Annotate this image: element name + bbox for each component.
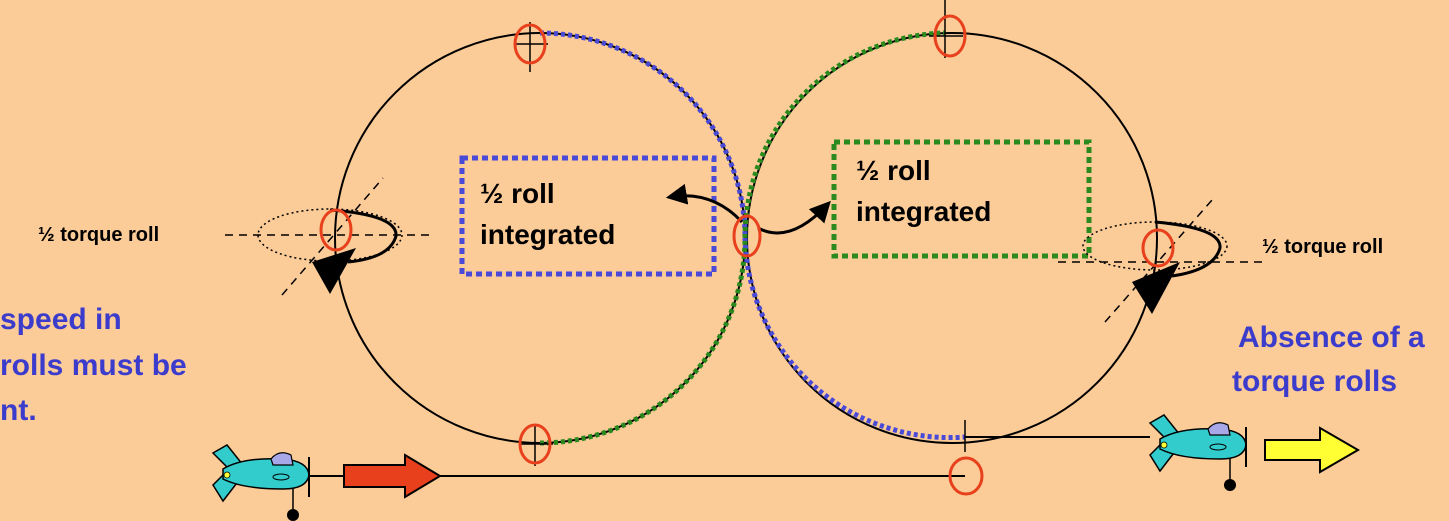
marker-left-side — [319, 208, 353, 252]
left-torque-arrowhead — [312, 248, 356, 294]
right-box-arrow — [757, 200, 831, 235]
right-torque-arrowhead — [1132, 262, 1180, 314]
marker-left-bottom — [518, 423, 553, 466]
marker-cross-point — [732, 214, 762, 258]
marker-left-top — [513, 22, 548, 72]
left-torque-roll-label: ½ torque roll — [38, 224, 160, 246]
right-note-line2: torque rolls — [1232, 365, 1398, 398]
entry-arrow-icon — [343, 453, 442, 499]
right-box-line2: integrated — [856, 196, 992, 227]
right-torque-diagonal — [1104, 199, 1213, 323]
left-note-line1: speed in — [0, 303, 122, 336]
left-box-line1: ½ roll — [480, 178, 555, 209]
airplane-icon — [211, 444, 310, 521]
right-roll-box — [831, 139, 1092, 259]
left-note-line2: rolls must be — [0, 349, 187, 382]
right-note-line1: Absence of a — [1238, 321, 1425, 354]
left-box-arrow — [665, 183, 744, 224]
left-torque-diagonal — [281, 177, 384, 296]
exit-arrow-icon — [1264, 426, 1360, 474]
marker-right-bottom — [948, 420, 984, 496]
right-torque-roll-label: ½ torque roll — [1262, 236, 1384, 258]
blue-dotted-path — [539, 30, 966, 441]
left-note-line3: nt. — [0, 394, 37, 427]
left-box-line2: integrated — [480, 219, 616, 250]
right-torque-roll-arrow — [1154, 220, 1222, 278]
right-loop — [746, 32, 1158, 444]
marker-right-top — [929, 0, 967, 58]
airplane-icon — [1148, 414, 1247, 491]
left-roll-box — [459, 155, 717, 277]
right-box-line1: ½ roll — [856, 155, 931, 186]
marker-right-side — [1141, 228, 1175, 268]
left-torque-roll-arrow — [329, 208, 398, 264]
